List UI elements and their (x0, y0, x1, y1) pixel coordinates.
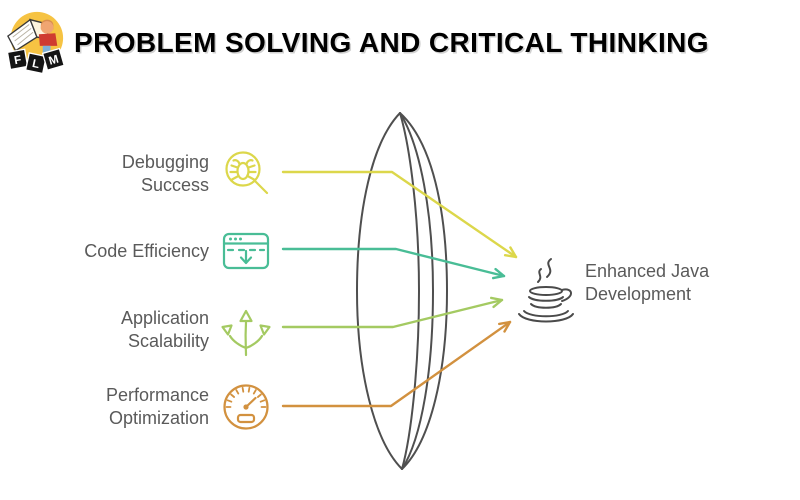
branch-arrows-icon (221, 309, 271, 357)
letter-tile-m: M (41, 47, 66, 71)
flm-logo: F L M (6, 11, 66, 75)
arrow-application-scalability (281, 296, 504, 329)
item-label: Debugging Success (121, 152, 209, 195)
arrow-performance-optimization (281, 320, 512, 408)
item-label: Performance Optimization (105, 385, 209, 428)
arrowhead (492, 267, 506, 280)
page-title: PROBLEM SOLVING AND CRITICAL THINKING (74, 27, 709, 58)
result-label: Enhanced Java Development (585, 261, 710, 304)
gauge-ticks (225, 386, 267, 408)
item-label: Code Efficiency (84, 240, 209, 261)
arrowhead (498, 320, 512, 333)
item-performance-optimization: Performance Optimization (20, 379, 274, 435)
arrowhead (490, 296, 504, 309)
arrow-debugging-success (281, 170, 518, 259)
gauge-icon (223, 384, 269, 430)
letter-tile-l: L (24, 52, 48, 75)
item-debugging-success: Debugging Success (20, 146, 274, 202)
logo-letter-tiles: F L M (6, 47, 66, 75)
reading-child-figure (38, 19, 58, 54)
letter-tile-f: F (6, 48, 29, 71)
logo-letter: F (13, 53, 22, 67)
arrow-code-efficiency (281, 247, 506, 280)
item-label: Application Scalability (120, 308, 209, 351)
java-cup-icon (518, 258, 574, 323)
bug-magnifier-icon (225, 151, 269, 195)
lens-shape (356, 112, 448, 470)
item-code-efficiency: Code Efficiency (20, 223, 274, 279)
logo-letter: L (31, 57, 41, 71)
arrowhead (503, 246, 518, 259)
code-window-icon (222, 232, 270, 270)
logo-letter: M (47, 53, 60, 68)
item-application-scalability: Application Scalability (20, 302, 274, 358)
